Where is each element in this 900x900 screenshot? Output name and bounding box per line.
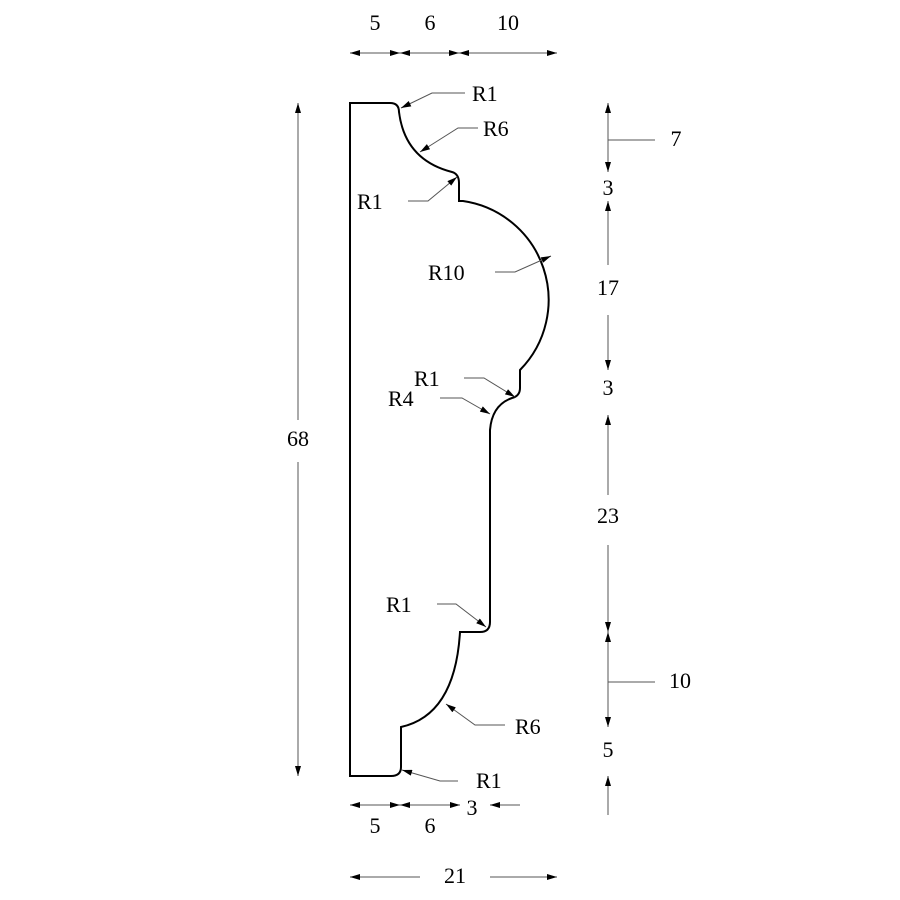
radius-callouts: R1 R6 R1 R10 R1 R4 R1 R6 R1: [357, 81, 552, 793]
dim-right-23: 23: [597, 503, 619, 528]
radius-top-cove: R6: [483, 116, 509, 141]
dim-right-5: 5: [603, 737, 614, 762]
radius-ogee: R4: [388, 386, 414, 411]
molding-profile-outline: [349, 102, 550, 777]
right-dimension: 7 3 17 3 23 10 5: [597, 103, 691, 815]
dim-right-3b: 3: [603, 375, 614, 400]
dim-bottom-1: 5: [370, 813, 381, 838]
radius-base-step: R1: [386, 592, 412, 617]
dim-top-1: 5: [370, 10, 381, 35]
radius-base-cove: R6: [515, 714, 541, 739]
radius-upper-step: R1: [357, 189, 383, 214]
dim-right-17: 17: [597, 275, 619, 300]
dim-overall-height: 68: [287, 426, 309, 451]
bottom-dimension: 5 6 3 21: [350, 795, 557, 888]
radius-top-corner: R1: [472, 81, 498, 106]
dim-right-3a: 3: [603, 175, 614, 200]
dim-top-2: 6: [425, 10, 436, 35]
dim-right-7: 7: [671, 126, 682, 151]
dim-right-10: 10: [669, 668, 691, 693]
radius-lower-step: R1: [414, 366, 440, 391]
radius-bead: R10: [428, 260, 465, 285]
dim-top-3: 10: [497, 10, 519, 35]
dim-overall-width: 21: [444, 863, 466, 888]
top-dimension: 5 6 10: [350, 10, 557, 56]
dim-bottom-2: 6: [425, 813, 436, 838]
dim-bottom-3: 3: [467, 795, 478, 820]
left-dimension: 68: [287, 103, 309, 776]
radius-bottom-corner: R1: [476, 768, 502, 793]
